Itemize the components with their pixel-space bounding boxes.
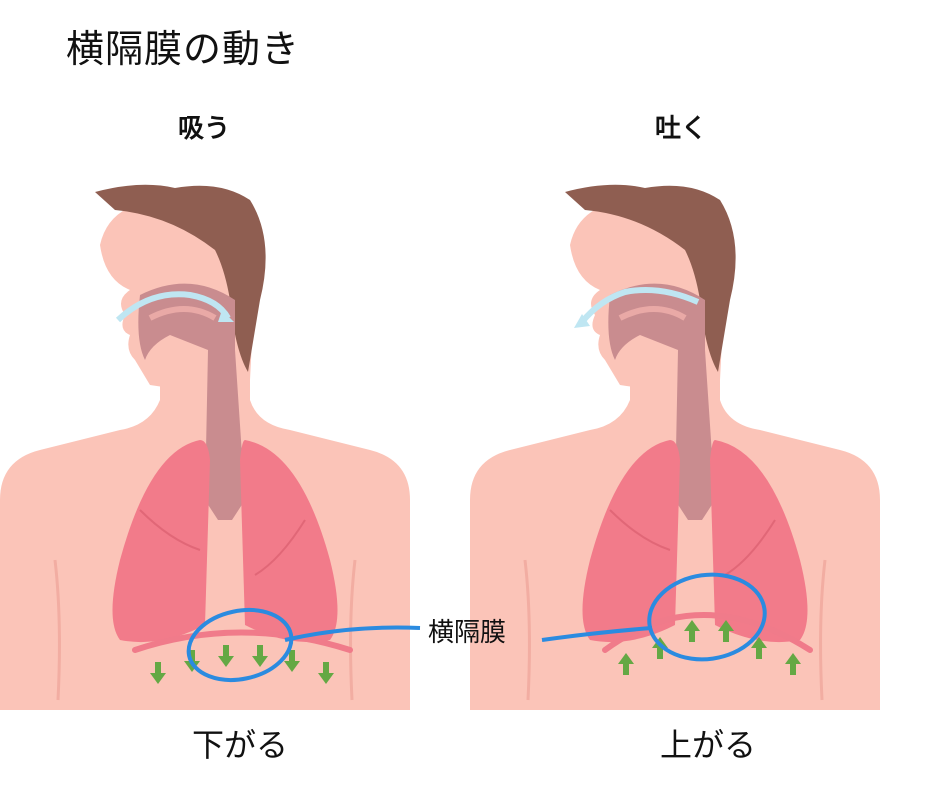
exhale-diaphragm [602, 612, 813, 653]
diaphragm-label: 横隔膜 [428, 618, 507, 648]
exhale-caption: 上がる [660, 726, 757, 764]
inhale-diaphragm-highlight [186, 608, 294, 682]
diagram-title: 横隔膜の動き [66, 27, 301, 71]
exhale-heading: 吐く [655, 114, 708, 144]
inhale-airflow-arrow [115, 291, 231, 323]
inhale-figure [0, 185, 421, 710]
exhale-figure [470, 185, 880, 710]
inhale-caption: 下がる [192, 726, 289, 764]
inhale-diaphragm [132, 629, 353, 653]
inhale-heading: 吸う [178, 114, 231, 144]
exhale-diaphragm-highlight [647, 572, 767, 662]
exhale-airflow-arrow [579, 287, 700, 324]
